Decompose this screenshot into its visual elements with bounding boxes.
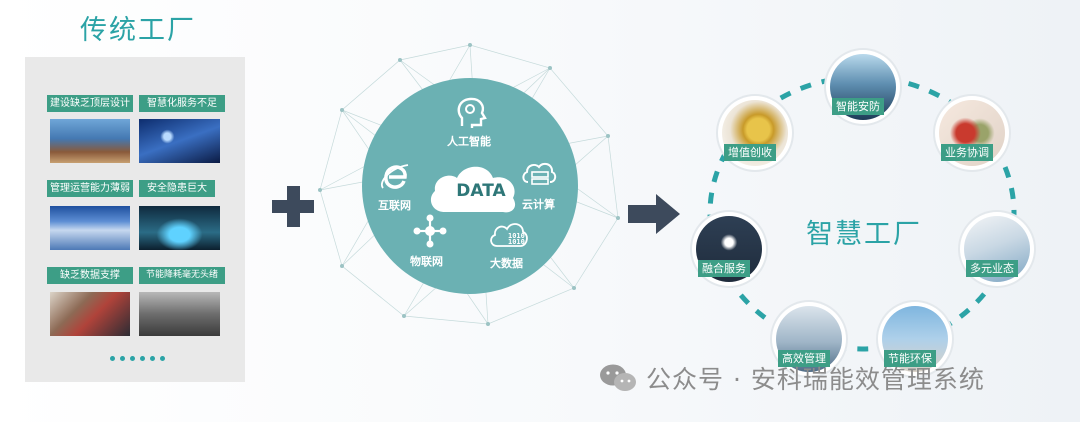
node-label-ai: 人工智能: [447, 135, 491, 148]
benefit-label-energy: 节能环保: [884, 350, 936, 367]
benefit-bubble-revenue: 增值创收: [718, 96, 792, 170]
plus-icon-vertical: [287, 186, 300, 227]
meeting-photo: [139, 292, 220, 336]
node-label-internet: 互联网: [378, 199, 411, 212]
smart-factory-title: 智慧工厂: [806, 219, 922, 250]
smart-service-photo: [139, 119, 220, 163]
benefit-bubble-service: 融合服务: [692, 212, 766, 286]
dot: [160, 356, 165, 361]
dot: [110, 356, 115, 361]
issue-label-5: 缺乏数据支撑: [47, 267, 133, 284]
dot: [150, 356, 155, 361]
buildings-photo: [50, 206, 130, 250]
benefit-bubble-management: 高效管理: [772, 302, 846, 376]
wechat-icon: [600, 364, 636, 391]
big-data-cloud-icon: 1010 1010: [490, 223, 528, 247]
traditional-factory-title: 传统工厂: [80, 15, 196, 46]
data-cloud-icon: [430, 166, 516, 213]
svg-text:1010: 1010: [508, 232, 525, 240]
internet-e-icon: [381, 164, 409, 189]
benefit-label-security: 智能安防: [832, 98, 884, 115]
stressed-worker-photo: [50, 292, 130, 336]
ai-head-icon: [457, 97, 487, 128]
benefit-label-management: 高效管理: [778, 350, 830, 367]
dot: [140, 356, 145, 361]
issue-label-1: 建设缺乏顶层设计: [47, 95, 133, 112]
node-label-cloud: 云计算: [522, 198, 555, 211]
data-core-label: DATA: [456, 181, 506, 201]
issue-label-2: 智慧化服务不足: [139, 95, 225, 112]
issue-label-3: 管理运营能力薄弱: [47, 180, 133, 197]
benefit-bubble-coordination: 业务协调: [935, 96, 1009, 170]
benefit-bubble-energy: 节能环保: [878, 302, 952, 376]
svg-text:1010: 1010: [508, 238, 525, 246]
benefit-bubble-diverse: 多元业态: [960, 212, 1034, 286]
node-label-iot: 物联网: [410, 255, 443, 268]
pagination-dots: [110, 356, 165, 361]
issue-label-4: 安全隐患巨大: [139, 180, 215, 197]
node-label-bigdata: 大数据: [490, 257, 523, 270]
dot: [120, 356, 125, 361]
benefit-label-diverse: 多元业态: [966, 260, 1018, 277]
watermark-text: 公众号 · 安科瑞能效管理系统: [646, 365, 985, 394]
benefit-label-service: 融合服务: [698, 260, 750, 277]
benefit-label-coordination: 业务协调: [941, 144, 993, 161]
benefit-bubble-security: 智能安防: [826, 50, 900, 124]
dashed-ring: [707, 74, 1017, 352]
floating-city-photo: [139, 206, 220, 250]
construction-photo: [50, 119, 130, 163]
cloud-server-icon: [522, 162, 557, 185]
right-arrow-icon: [628, 194, 680, 234]
dot: [130, 356, 135, 361]
iot-network-icon: [413, 214, 447, 248]
issue-label-6: 节能降耗毫无头绪: [139, 267, 225, 284]
benefit-label-revenue: 增值创收: [724, 144, 776, 161]
